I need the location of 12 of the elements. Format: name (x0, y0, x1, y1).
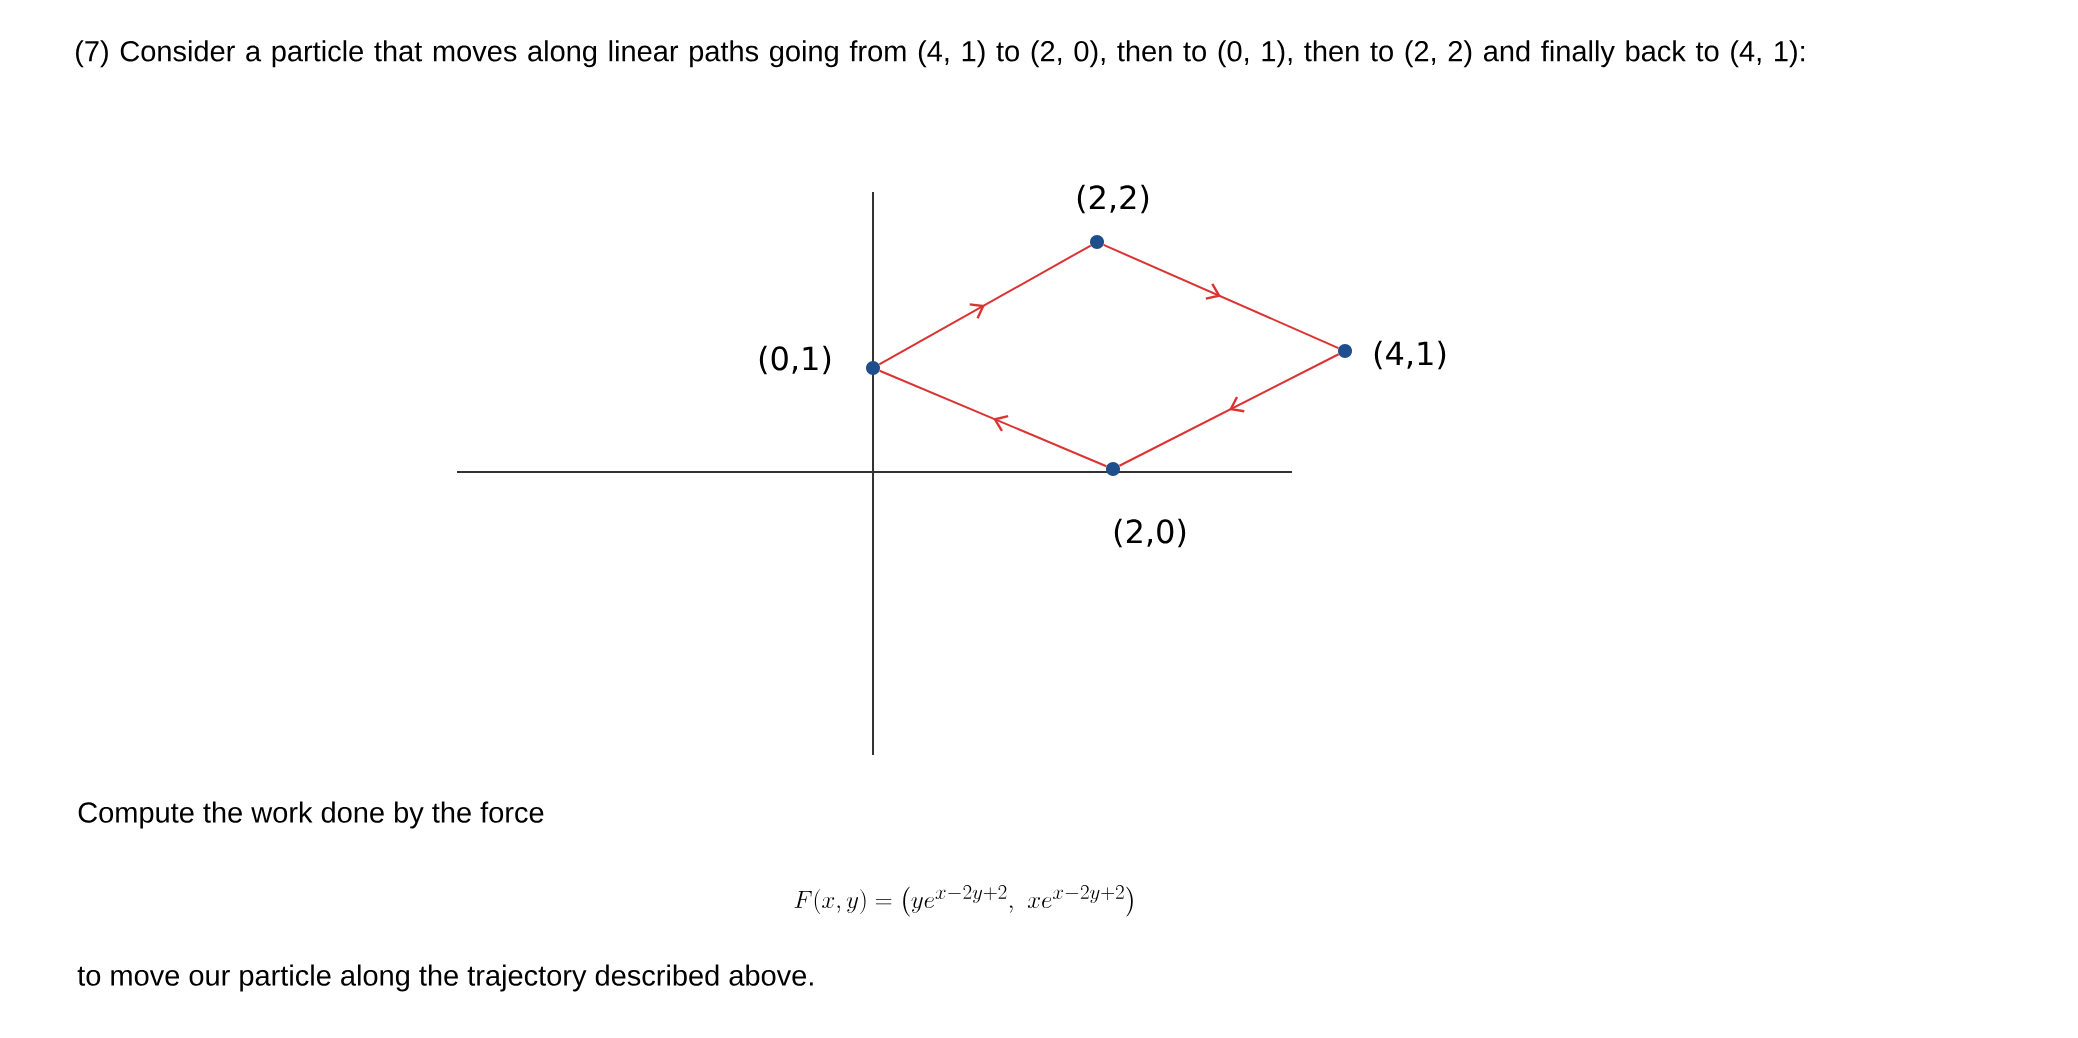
formula: $F(x, y) = \left(ye^{x-2y+2},\ xe^{x-2y+2}\right)$ (794, 885, 1133, 917)
point-label: (2,2) (1077, 184, 1149, 214)
point-label: (0,1) (759, 345, 831, 375)
point-dot (866, 361, 880, 375)
problem-text: Compute the work done by the force (78, 801, 544, 829)
point-label: (4,1) (1374, 340, 1446, 370)
problem-text: to move our particle along the trajectory described above. (77, 964, 813, 992)
problem-text: (7) Consider a particle that moves along linear paths going from (4, 1) to (2, 0), then to (0, 1), then to (2, 2) and finally back to (4, 1): (76, 40, 1805, 68)
point-dot (1090, 235, 1104, 249)
point-dot (1338, 344, 1352, 358)
point-dot (1106, 462, 1120, 476)
point-label: (2,0) (1114, 518, 1186, 548)
